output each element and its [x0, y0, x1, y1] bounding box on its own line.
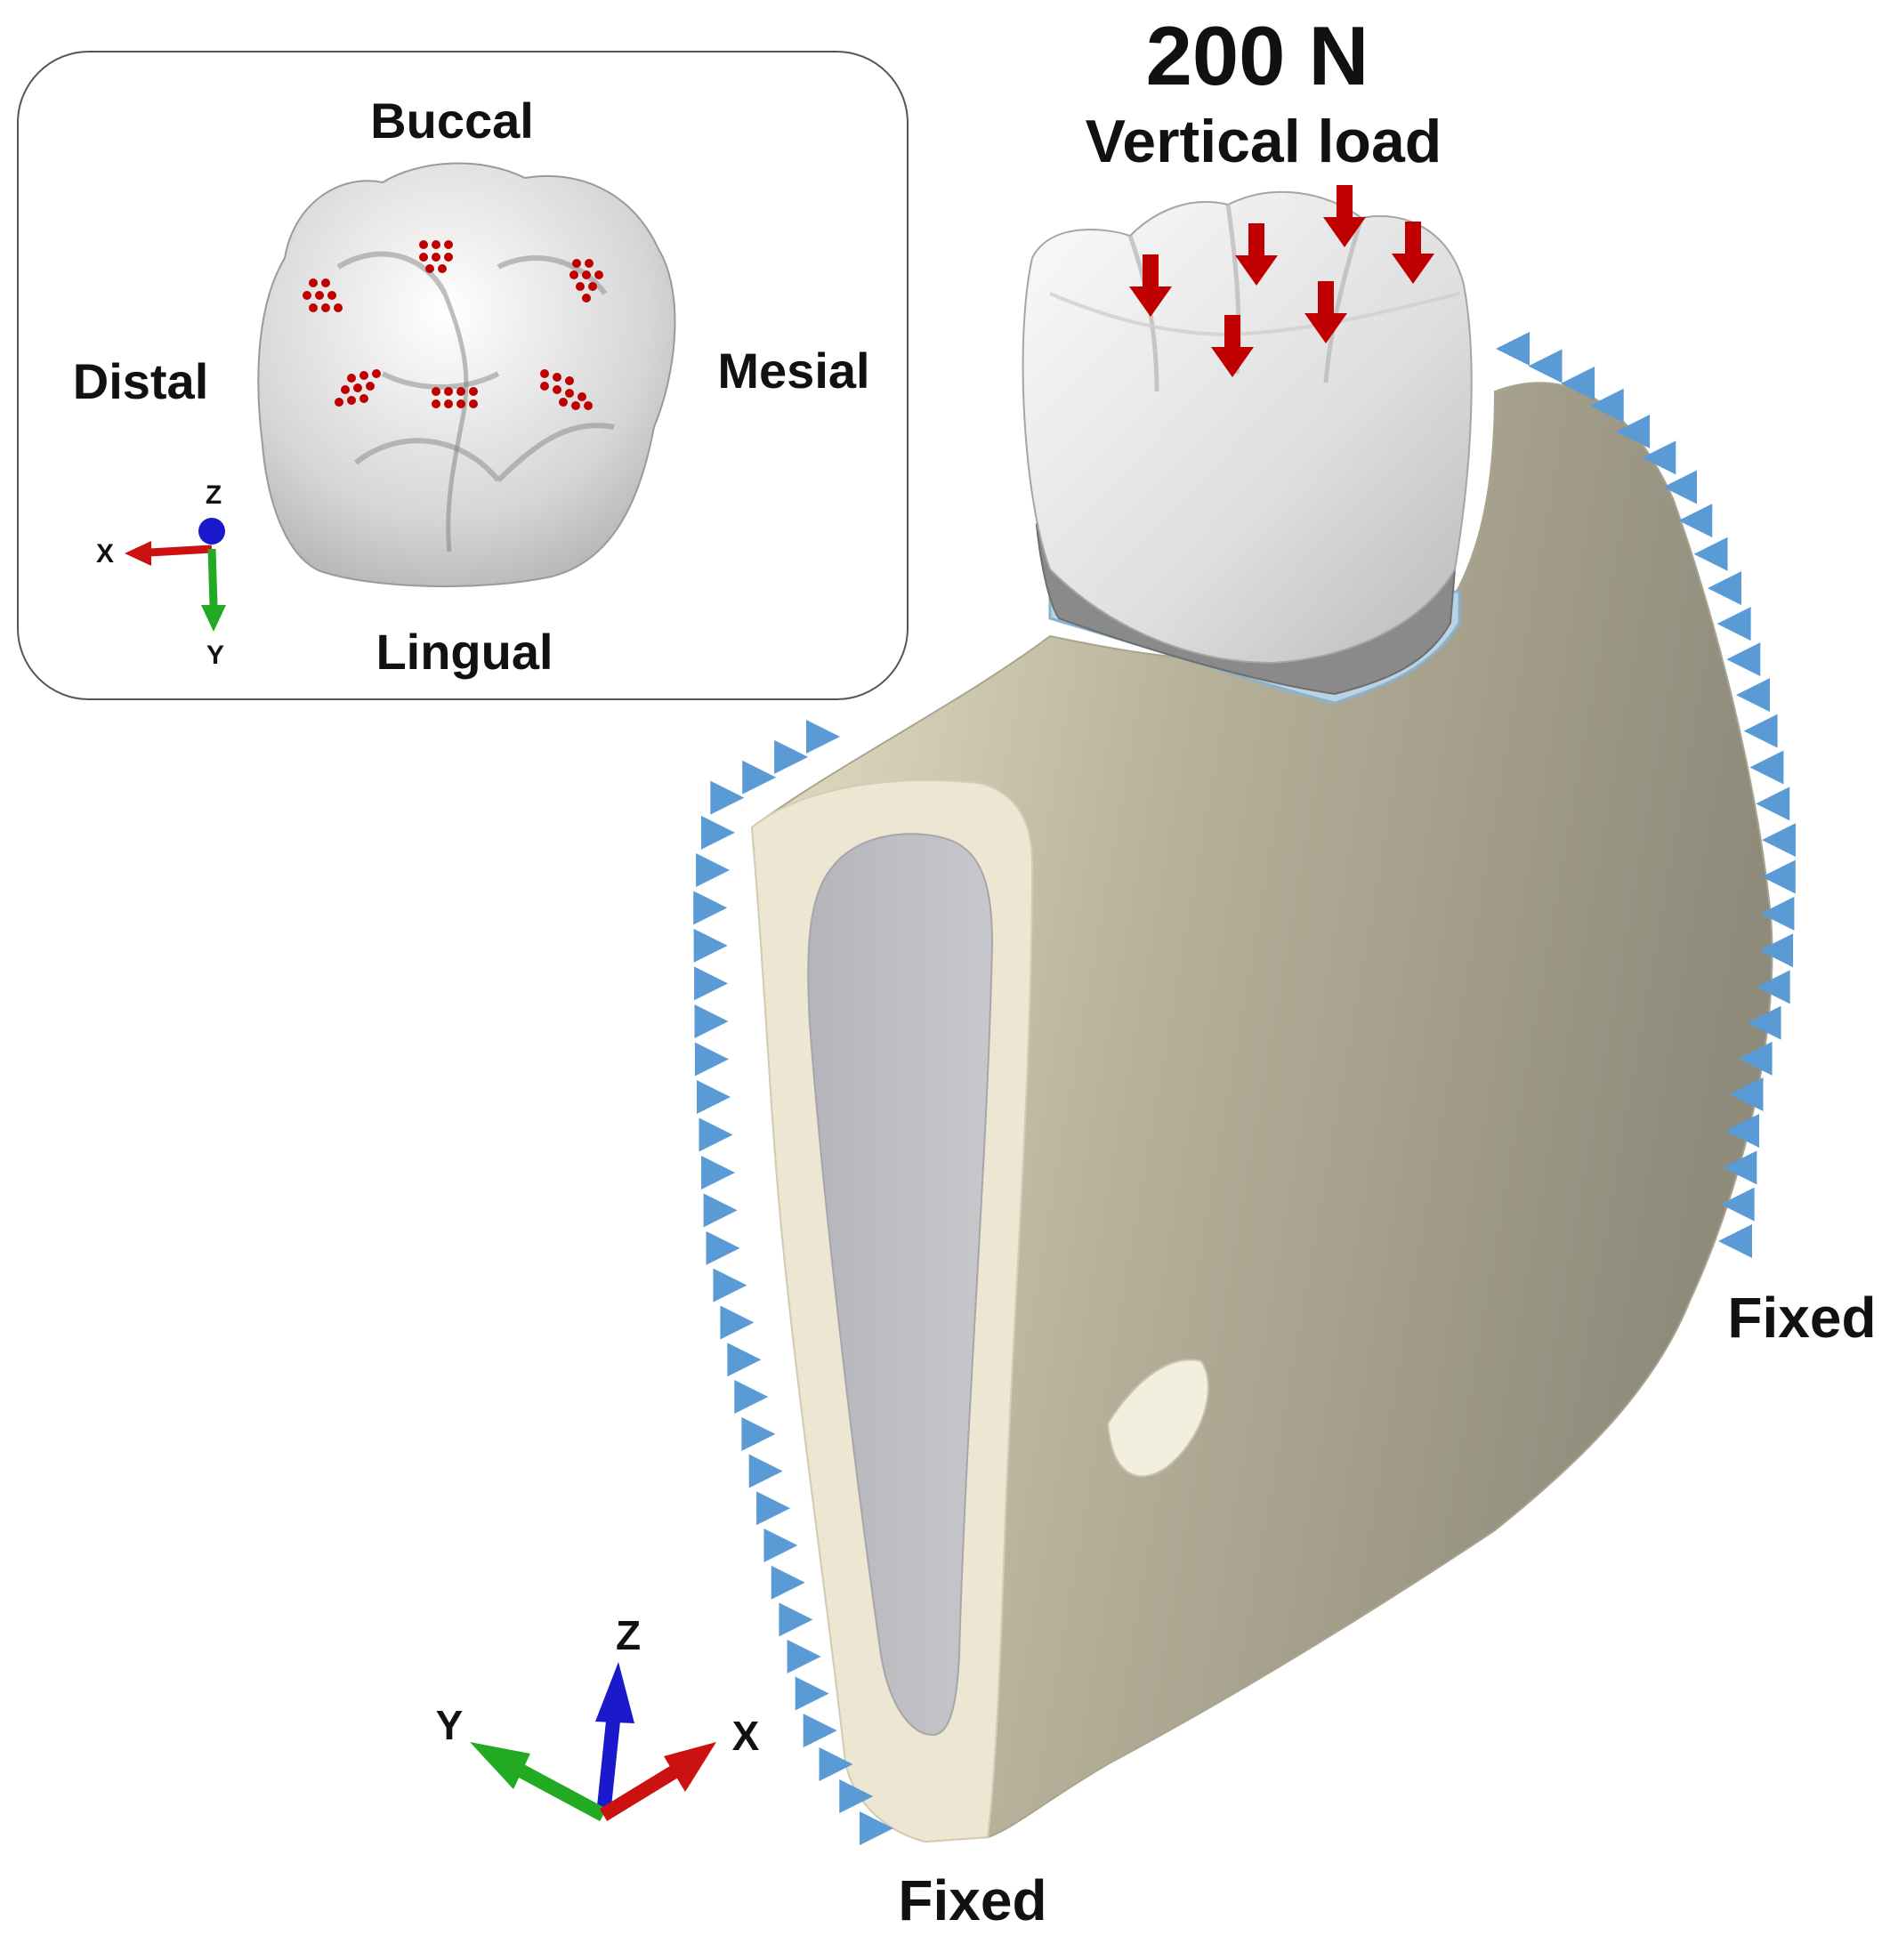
fixed-support-icon: [771, 1565, 805, 1600]
inset-axis-z-label: Z: [206, 480, 222, 510]
fixed-support-icon: [1678, 504, 1713, 538]
fixed-support-icon: [787, 1639, 821, 1674]
fixed-support-icon: [795, 1676, 829, 1711]
fixed-support-icon: [706, 1230, 740, 1265]
fixed-support-icon: [1616, 415, 1651, 449]
fixed-support-icon: [1528, 349, 1563, 383]
inset-occlusal-view: Buccal Distal Mesial Lingual X Z Y: [17, 51, 909, 700]
fixed-support-icon: [1720, 1187, 1755, 1222]
inset-axis-y-label: Y: [206, 641, 224, 670]
fixed-support-icon: [741, 1416, 776, 1451]
inset-axis-triad-icon: X Z Y: [96, 480, 226, 670]
fixed-support-icon: [1749, 750, 1784, 785]
fixed-label-bottom: Fixed: [898, 1868, 1046, 1932]
fixed-support-icon: [839, 1779, 874, 1814]
load-point-cluster: [432, 387, 478, 408]
fixed-support-icon: [774, 739, 809, 774]
main-axis-triad-icon: Z Y X: [436, 1612, 760, 1822]
fixed-support-icon: [819, 1747, 853, 1782]
fixed-support-icon: [1707, 571, 1741, 606]
fixed-support-icon: [693, 891, 728, 925]
fixed-support-icon: [703, 1193, 738, 1228]
fixed-support-icon: [748, 1454, 783, 1488]
fixed-support-icon: [1729, 1077, 1764, 1111]
label-buccal: Buccal: [370, 93, 534, 149]
fixed-support-icon: [1724, 1114, 1759, 1149]
tooth-crown: [1022, 190, 1473, 705]
fixed-support-icon: [779, 1602, 813, 1637]
main-axis-x-label: X: [732, 1713, 760, 1759]
fixed-support-icon: [1496, 332, 1530, 366]
load-magnitude: 200 N: [1146, 9, 1369, 102]
occlusal-tooth-image: [257, 162, 676, 588]
fixed-support-icon: [1762, 823, 1797, 858]
fixed-support-icon: [1738, 1041, 1773, 1076]
load-point-cluster: [419, 240, 453, 273]
label-lingual: Lingual: [376, 624, 553, 680]
fixed-support-icon: [1663, 470, 1698, 504]
fixed-support-icon: [734, 1380, 769, 1415]
load-point-cluster: [303, 278, 343, 312]
fixed-support-icon: [701, 1155, 736, 1190]
label-mesial: Mesial: [717, 343, 869, 399]
load-point-cluster: [569, 259, 603, 302]
fixed-support-icon: [860, 1811, 893, 1845]
inset-axis-x-label: X: [96, 539, 114, 569]
fixed-support-icon: [693, 928, 728, 963]
fixed-support-icon: [720, 1305, 755, 1340]
fixed-support-icon: [1735, 678, 1770, 713]
label-distal: Distal: [73, 353, 209, 409]
fixed-support-icon: [710, 780, 745, 815]
fixed-support-icon: [694, 966, 729, 1001]
fixed-supports-left: [693, 720, 893, 1845]
fixed-support-icon: [742, 760, 777, 794]
fixed-support-icon: [1756, 970, 1790, 1004]
fixed-support-icon: [1761, 859, 1796, 894]
load-point-cluster: [335, 369, 381, 407]
bone-block: [750, 382, 1773, 1843]
fixed-label-right: Fixed: [1727, 1286, 1876, 1350]
fixed-support-icon: [727, 1343, 762, 1377]
fixed-support-icon: [1693, 536, 1728, 571]
main-axis-z-label: Z: [616, 1612, 641, 1658]
fixed-support-icon: [1589, 388, 1624, 423]
load-type: Vertical load: [1086, 108, 1442, 175]
fixed-support-icon: [694, 1042, 729, 1077]
fixed-support-icon: [1642, 440, 1676, 475]
bone-surface-bump: [1106, 1359, 1209, 1478]
fixed-support-icon: [1561, 366, 1595, 400]
fixed-support-icon: [699, 1117, 733, 1152]
fixed-support-icon: [1756, 786, 1790, 821]
fixed-support-icon: [1760, 896, 1795, 931]
fixed-support-icon: [1718, 1224, 1752, 1258]
load-point-cluster: [540, 369, 593, 410]
fixed-support-icon: [763, 1528, 798, 1563]
fixed-support-icon: [694, 1004, 729, 1038]
fixed-support-icon: [1747, 1005, 1781, 1040]
fixed-support-icon: [806, 720, 840, 754]
fixed-support-icon: [756, 1491, 791, 1526]
fixed-support-icon: [713, 1268, 747, 1303]
crown-body: [1022, 190, 1473, 665]
main-axis-y-label: Y: [436, 1702, 464, 1748]
fixed-support-icon: [696, 1080, 731, 1115]
bone-cancellous-section: [807, 833, 994, 1737]
fixed-supports-right: [1496, 332, 1797, 1258]
fixed-support-icon: [700, 815, 735, 850]
fixed-support-icon: [1723, 1150, 1757, 1185]
fixed-support-icon: [1759, 933, 1794, 968]
fixed-support-icon: [1716, 607, 1751, 641]
fixed-support-icon: [1726, 642, 1761, 677]
fixed-support-icon: [1743, 714, 1778, 748]
fixed-support-icon: [803, 1714, 837, 1748]
fixed-support-icon: [696, 852, 731, 887]
load-point-clusters: [303, 240, 603, 410]
